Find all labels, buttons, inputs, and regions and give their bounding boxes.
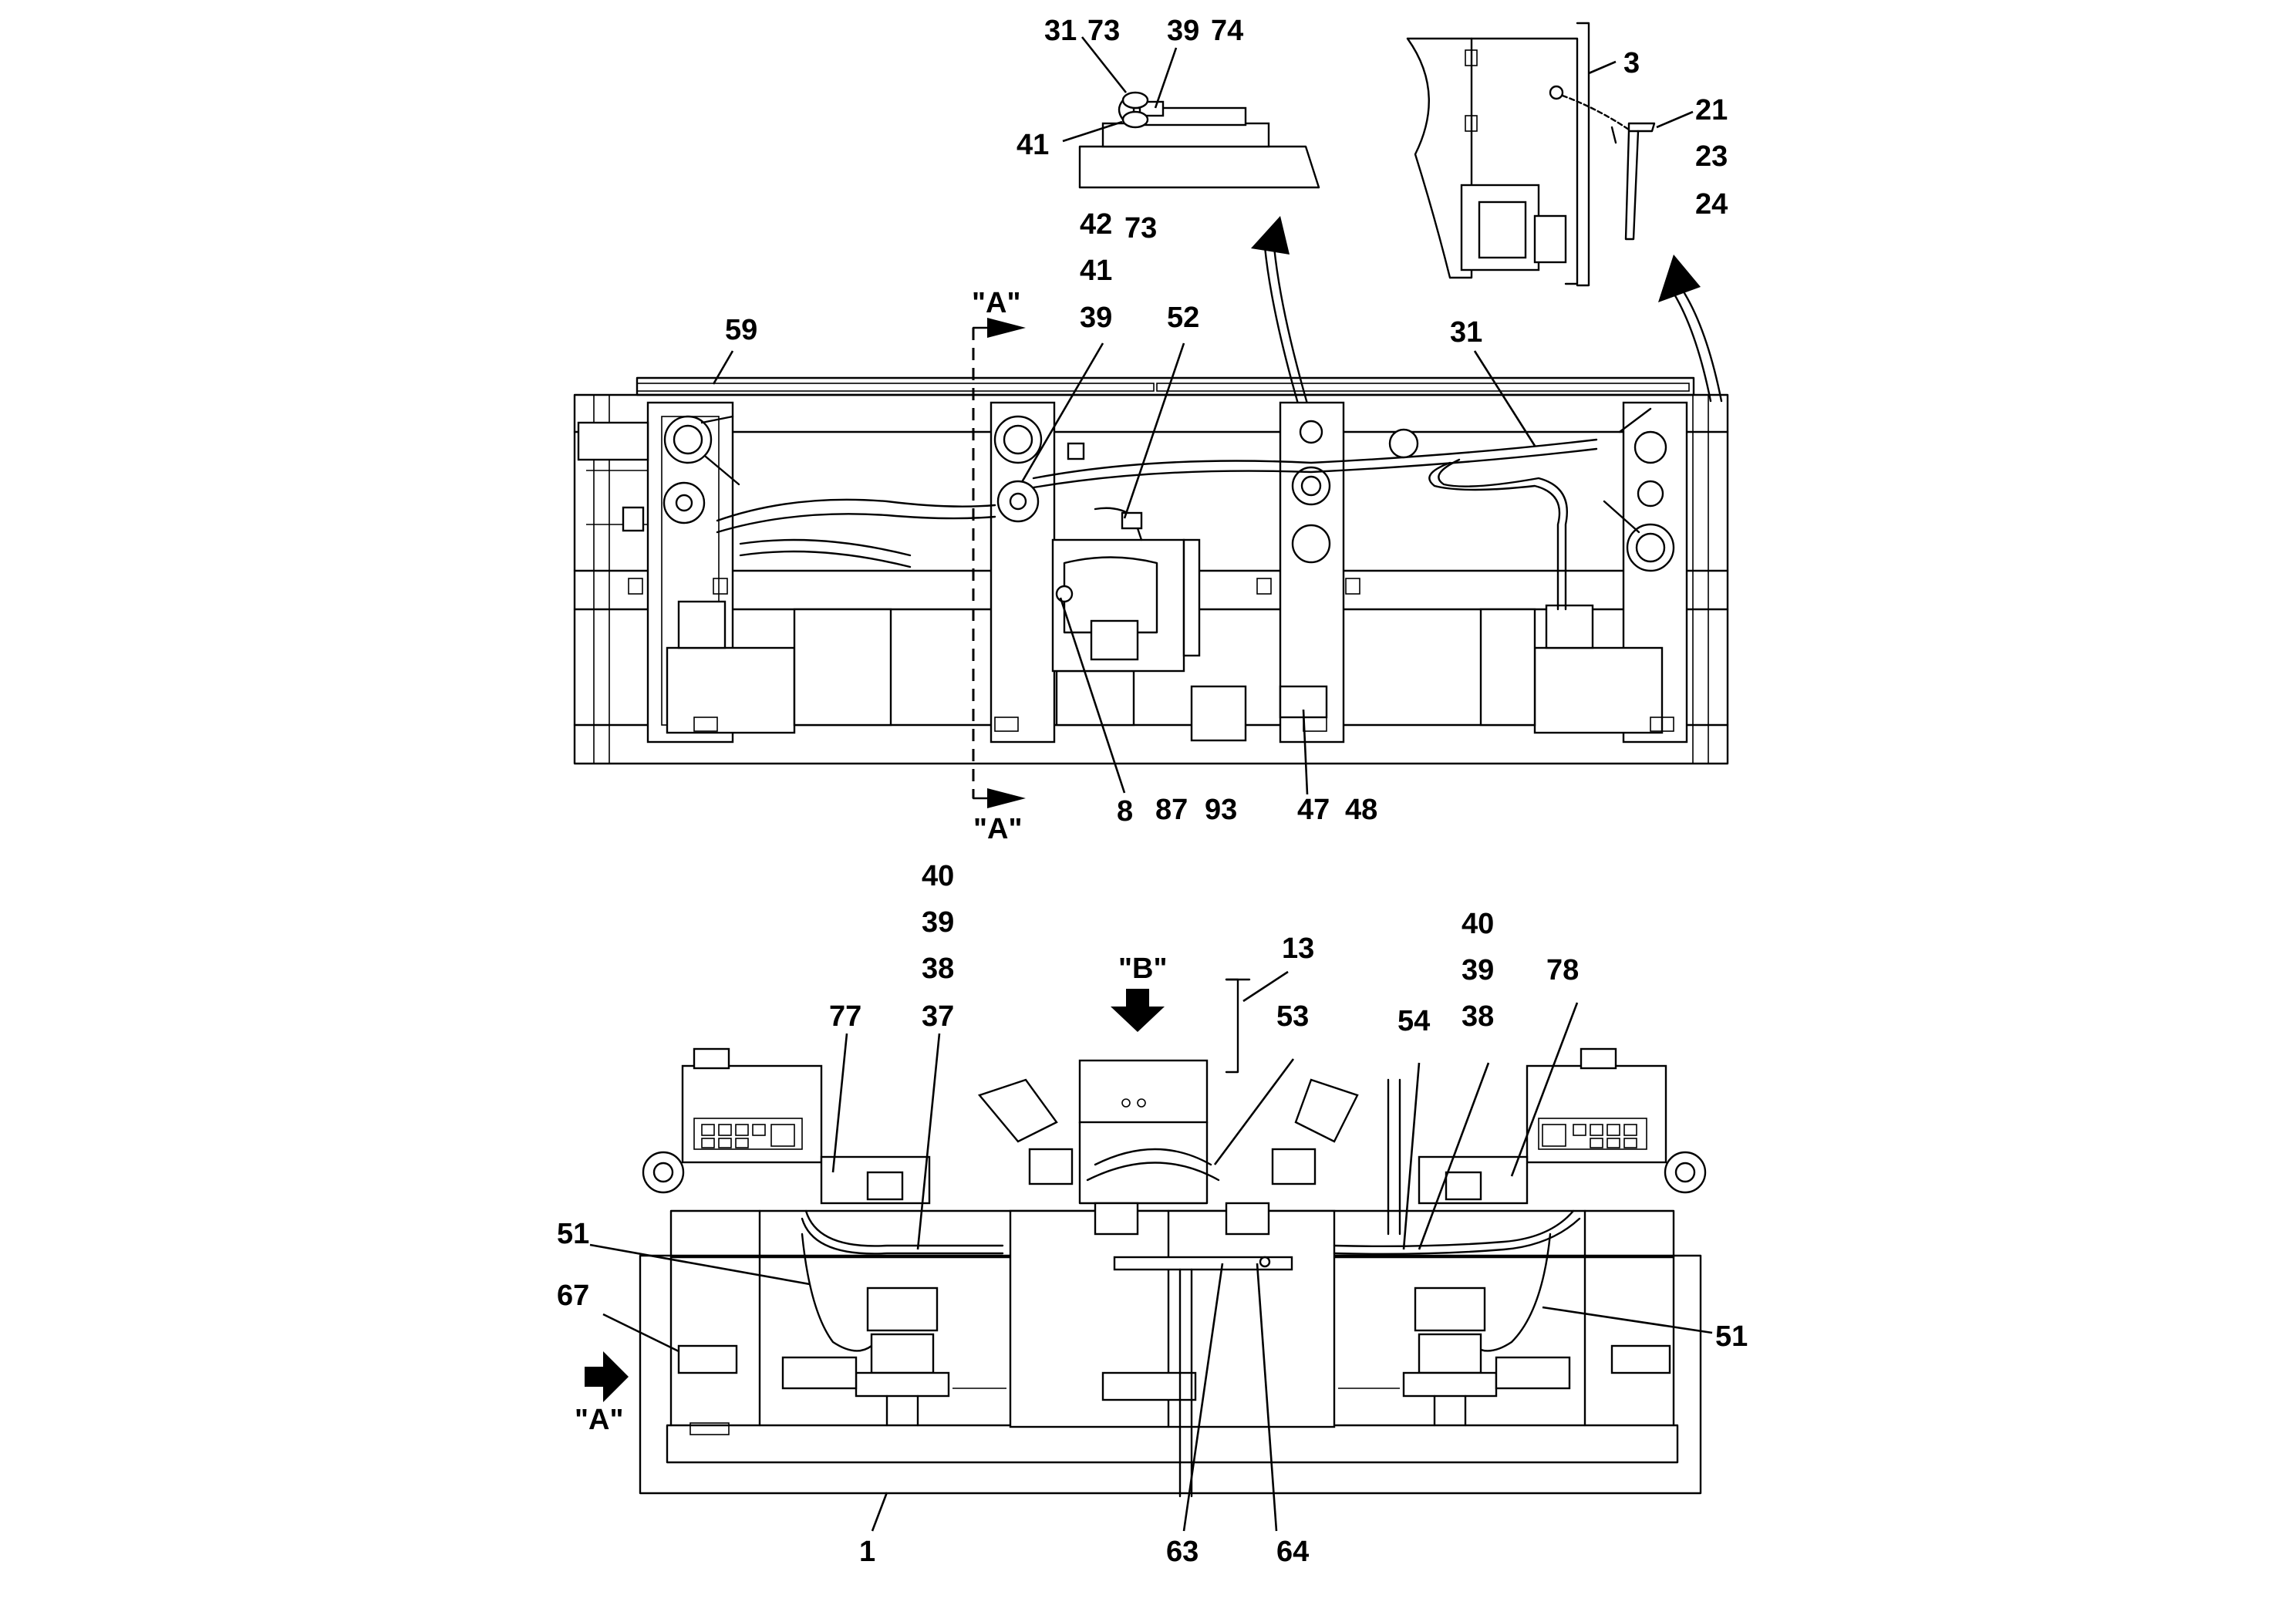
callout-73-b: 73 xyxy=(1124,212,1157,244)
callout-74: 74 xyxy=(1211,15,1243,47)
callout-51: 51 xyxy=(557,1218,589,1250)
callout-63: 63 xyxy=(1166,1536,1199,1568)
callout-31-b: 31 xyxy=(1450,316,1482,349)
callout-8: 8 xyxy=(1117,795,1133,828)
section-label-a-top: "A" xyxy=(972,287,1020,319)
callout-53: 53 xyxy=(1276,1000,1309,1033)
callout-13: 13 xyxy=(1282,932,1314,965)
top-view-assembly xyxy=(573,376,1729,765)
leader-lines xyxy=(589,36,1713,1532)
callout-48: 48 xyxy=(1345,794,1377,826)
callout-87: 87 xyxy=(1155,794,1188,826)
callout-59: 59 xyxy=(725,314,757,346)
callout-78: 78 xyxy=(1546,954,1579,986)
callout-52: 52 xyxy=(1167,302,1199,334)
callout-3: 3 xyxy=(1623,47,1640,79)
callout-31: 31 xyxy=(1044,15,1077,47)
callout-24: 24 xyxy=(1695,188,1728,221)
callout-41: 41 xyxy=(1017,129,1049,161)
callout-38-b: 38 xyxy=(1462,1000,1494,1033)
section-label-a-bottom: "A" xyxy=(973,813,1022,845)
callout-67: 67 xyxy=(557,1280,589,1312)
callout-39-d: 39 xyxy=(1462,954,1494,986)
callout-40-b: 40 xyxy=(1462,908,1494,940)
callout-labels: 31 73 39 74 41 3 21 23 24 42 73 41 39 52… xyxy=(557,15,1748,1568)
callout-40: 40 xyxy=(922,860,954,892)
callout-39: 39 xyxy=(1167,15,1199,47)
section-line-a xyxy=(972,318,1026,808)
callout-1: 1 xyxy=(859,1536,875,1568)
detail-pin-clip xyxy=(1078,91,1320,189)
section-label-b: "B" xyxy=(1118,953,1167,985)
callout-37: 37 xyxy=(922,1000,954,1033)
callout-38: 38 xyxy=(922,953,954,985)
callout-42: 42 xyxy=(1080,208,1112,241)
callout-39-c: 39 xyxy=(922,906,954,939)
callout-21: 21 xyxy=(1695,94,1728,126)
view-arrows xyxy=(585,989,1165,1402)
callout-41-b: 41 xyxy=(1080,255,1112,287)
callout-47: 47 xyxy=(1297,794,1330,826)
callout-23: 23 xyxy=(1695,140,1728,173)
section-label-a-left: "A" xyxy=(575,1404,623,1436)
detail-chain-pin xyxy=(1406,22,1656,287)
left-panel-buttons xyxy=(701,1124,795,1148)
callout-39-b: 39 xyxy=(1080,302,1112,334)
callout-93: 93 xyxy=(1205,794,1237,826)
front-view-assembly xyxy=(639,978,1707,1498)
callout-77: 77 xyxy=(829,1000,861,1033)
section-labels: "A" "A" "A" "B" xyxy=(575,287,1167,1436)
callout-73: 73 xyxy=(1087,15,1120,47)
callout-54: 54 xyxy=(1397,1005,1430,1037)
callout-51-b: 51 xyxy=(1715,1320,1748,1353)
right-panel-buttons xyxy=(1542,1124,1637,1148)
callout-64: 64 xyxy=(1276,1536,1309,1568)
